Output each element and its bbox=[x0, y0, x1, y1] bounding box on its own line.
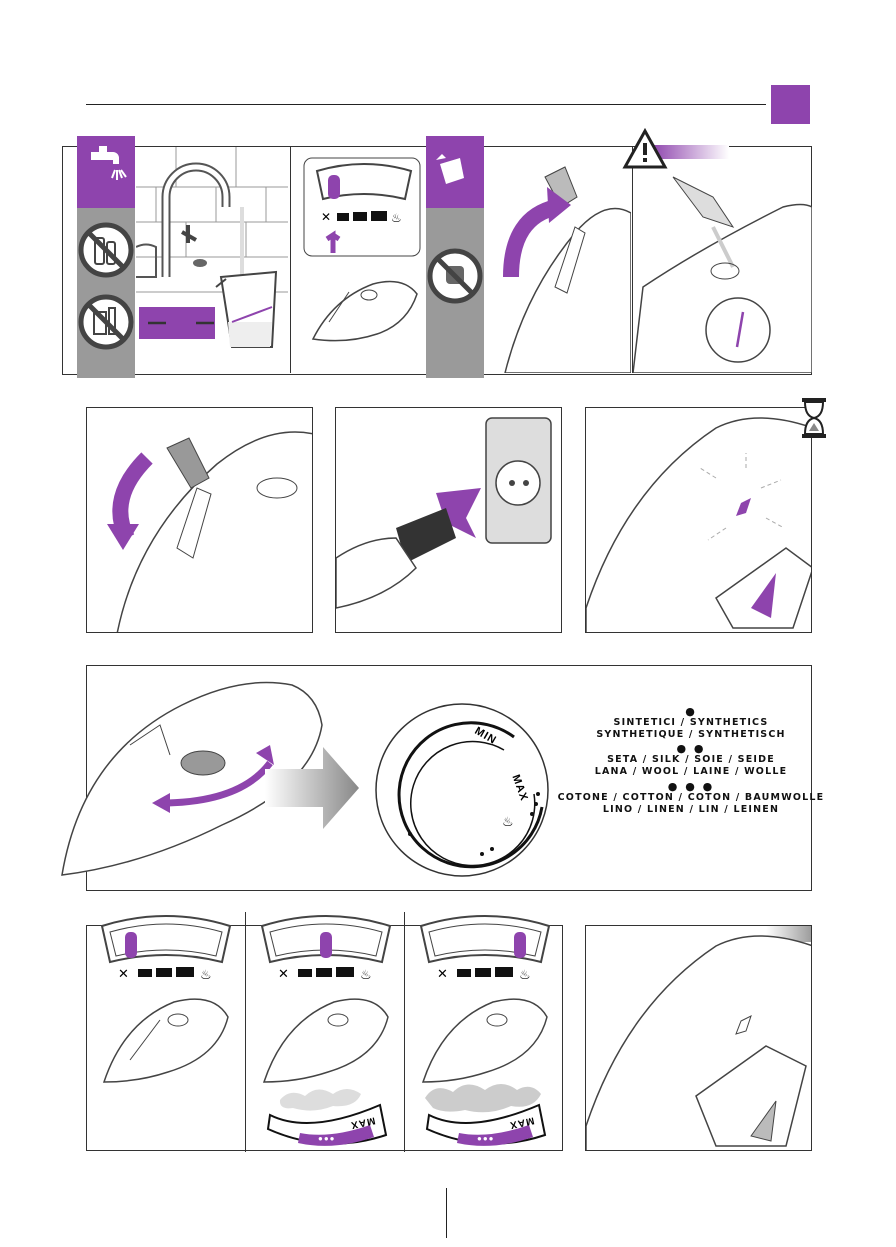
page-divider bbox=[446, 1188, 447, 1238]
steam-max-dots: ●●● bbox=[477, 1134, 495, 1143]
left-icon-strip bbox=[77, 136, 135, 378]
steam-setting-2: ✕ ♨ MAX ●●● bbox=[245, 912, 404, 1152]
header-badge bbox=[771, 85, 810, 124]
close-lid-illustration bbox=[87, 408, 313, 633]
hourglass-icon bbox=[800, 397, 828, 439]
small-iron-drawing bbox=[309, 267, 419, 347]
middle-icon-strip bbox=[426, 136, 484, 378]
no-steam-icon: ✕ bbox=[118, 967, 129, 982]
tap-filling-illustration bbox=[136, 147, 288, 373]
steam-icon: ♨ bbox=[200, 968, 212, 983]
fabric-line1: SINTETICI / SYNTHETICS bbox=[556, 717, 826, 729]
water-jug-icon-box bbox=[426, 136, 484, 208]
dial-steam-icon: ♨ bbox=[502, 814, 514, 830]
header-rule bbox=[86, 104, 766, 105]
svg-text:♨: ♨ bbox=[391, 211, 402, 225]
small-iron-drawing bbox=[100, 990, 230, 1090]
water-tap-icon-box bbox=[77, 136, 135, 208]
plug-in-illustration bbox=[336, 408, 562, 633]
dial-arrow-icon bbox=[265, 747, 359, 829]
fabric-dots: ● ● ● bbox=[556, 782, 826, 792]
unplugged-icon bbox=[426, 246, 484, 306]
fabric-dots: ● ● bbox=[556, 744, 826, 754]
plug-in-panel bbox=[335, 407, 562, 633]
steam-max-dots: ●●● bbox=[318, 1134, 336, 1143]
fabric-synthetics: ● SINTETICI / SYNTHETICS SYNTHETIQUE / S… bbox=[556, 707, 826, 741]
steam-level-indicator bbox=[125, 932, 137, 958]
temperature-dial[interactable]: MIN MAX ♨ bbox=[374, 702, 550, 878]
steam-icon: ♨ bbox=[519, 968, 531, 983]
fabric-dots: ● bbox=[556, 707, 826, 717]
no-steam-icon: ✕ bbox=[278, 967, 289, 982]
svg-text:✕: ✕ bbox=[321, 210, 331, 224]
fabric-line1: SETA / SILK / SOIE / SEIDE bbox=[556, 754, 826, 766]
steam-gauge-window: ✕ ♨ bbox=[256, 912, 396, 984]
no-bottled-water-icon bbox=[77, 220, 135, 280]
water-jug-icon bbox=[426, 136, 484, 208]
fabric-line1: COTONE / COTTON / COTON / BAUMWOLLE bbox=[556, 792, 826, 804]
pouring-iron-drawing bbox=[633, 167, 812, 373]
light-off-panel bbox=[585, 925, 812, 1151]
steam-icon: ♨ bbox=[360, 968, 372, 983]
light-on-illustration bbox=[586, 408, 812, 633]
fabric-silk-wool: ● ● SETA / SILK / SOIE / SEIDE LANA / WO… bbox=[556, 744, 826, 778]
light-off-illustration bbox=[586, 926, 812, 1151]
light-on-panel bbox=[585, 407, 812, 633]
gauge-window-small: ✕ ♨ bbox=[303, 157, 421, 257]
steam-level-indicator bbox=[320, 932, 332, 958]
gauge-closeup-scene: ✕ ♨ bbox=[290, 147, 423, 373]
no-steam-icon: ✕ bbox=[437, 967, 448, 982]
close-lid-panel bbox=[86, 407, 313, 633]
warning-banner bbox=[621, 127, 731, 171]
water-tap-icon bbox=[77, 136, 135, 208]
pouring-scene bbox=[632, 147, 812, 373]
steam-setting-3: ✕ ♨ MAX ●●● bbox=[404, 912, 563, 1152]
fabric-line2: LINO / LINEN / LIN / LEINEN bbox=[556, 804, 826, 816]
steam-setting-1: ✕ ♨ bbox=[86, 912, 244, 1152]
steam-gauge-window: ✕ ♨ bbox=[96, 912, 236, 984]
steam-level-indicator bbox=[514, 932, 526, 958]
open-lid-scene bbox=[485, 147, 631, 373]
fabric-cotton-linen: ● ● ● COTONE / COTTON / COTON / BAUMWOLL… bbox=[556, 782, 826, 816]
steam-gauge-window: ✕ ♨ bbox=[415, 912, 555, 984]
no-additives-icon bbox=[77, 292, 135, 352]
fabric-line2: LANA / WOOL / LAINE / WOLLE bbox=[556, 766, 826, 778]
fabric-line2: SYNTHETIQUE / SYNTHETISCH bbox=[556, 729, 826, 741]
